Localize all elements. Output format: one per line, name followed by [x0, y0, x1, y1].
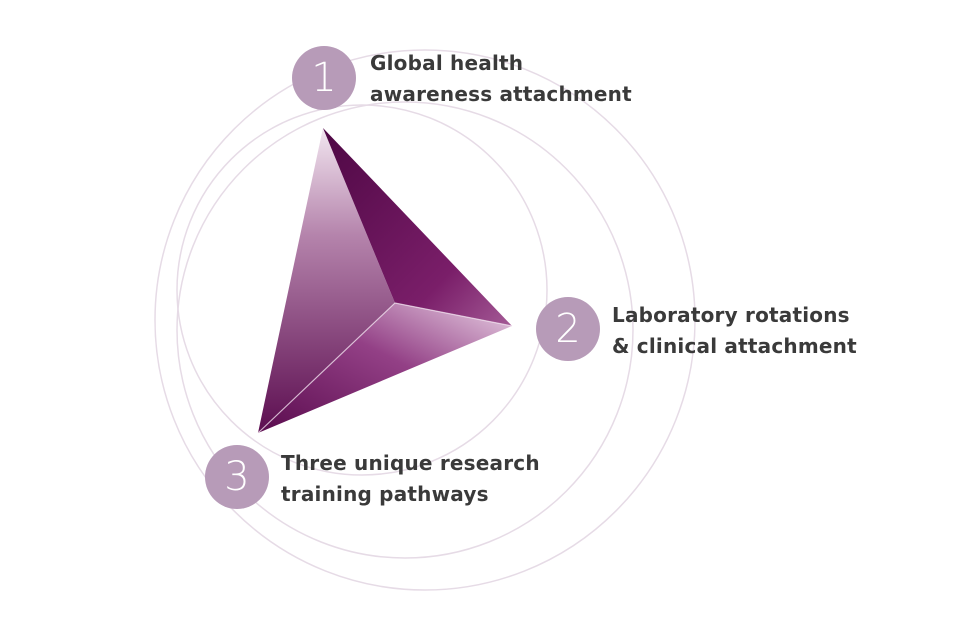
pyramid-ridge-highlight: [257, 302, 513, 434]
rings: [154, 49, 696, 591]
pyramid-face-right: [323, 128, 512, 326]
pyramid-face-bottom: [258, 303, 512, 433]
step-3-badge: 3: [205, 445, 269, 509]
step-1-label-line1: Global health: [370, 51, 524, 75]
step-3-label: Three unique research training pathways: [281, 448, 540, 510]
step-2-label-line1: Laboratory rotations: [612, 303, 850, 327]
step-3-number: 3: [224, 454, 250, 500]
step-1-badge: 1: [292, 46, 356, 110]
pyramid: [257, 128, 513, 434]
step-1-label-line2: awareness attachment: [370, 82, 632, 106]
step-3-label-line1: Three unique research: [281, 451, 540, 475]
step-1-label: Global health awareness attachment: [370, 48, 632, 110]
step-2-number: 2: [555, 306, 581, 352]
step-2-label-line2: & clinical attachment: [612, 334, 857, 358]
middle-ring: [176, 101, 634, 559]
step-3-label-line2: training pathways: [281, 482, 489, 506]
inner-ring: [176, 104, 548, 476]
outer-ring: [154, 49, 696, 591]
step-2-label: Laboratory rotations & clinical attachme…: [612, 300, 857, 362]
pyramid-face-left: [258, 128, 395, 433]
step-1-number: 1: [311, 55, 337, 101]
step-2-badge: 2: [536, 297, 600, 361]
